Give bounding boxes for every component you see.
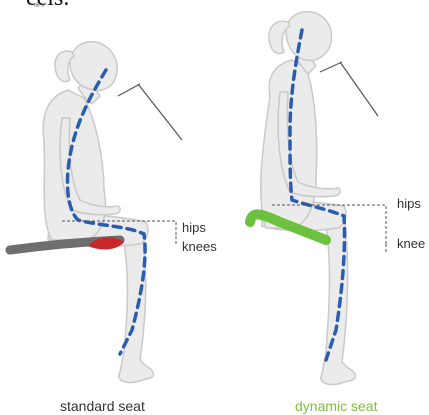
left-gaze-line [118,84,182,140]
right-head [286,12,332,61]
right-gaze-line [320,62,378,116]
left-knees-label: knees [182,239,217,254]
left-head [70,42,117,91]
right-hips-label: hips [397,196,421,211]
left-figure [10,42,182,383]
left-hips-label: hips [182,220,206,235]
standard-seat-caption: standard seat [60,398,145,414]
right-figure [250,12,386,385]
dynamic-seat-caption: dynamic seat [295,398,377,414]
right-knees-label: knee [397,236,425,251]
